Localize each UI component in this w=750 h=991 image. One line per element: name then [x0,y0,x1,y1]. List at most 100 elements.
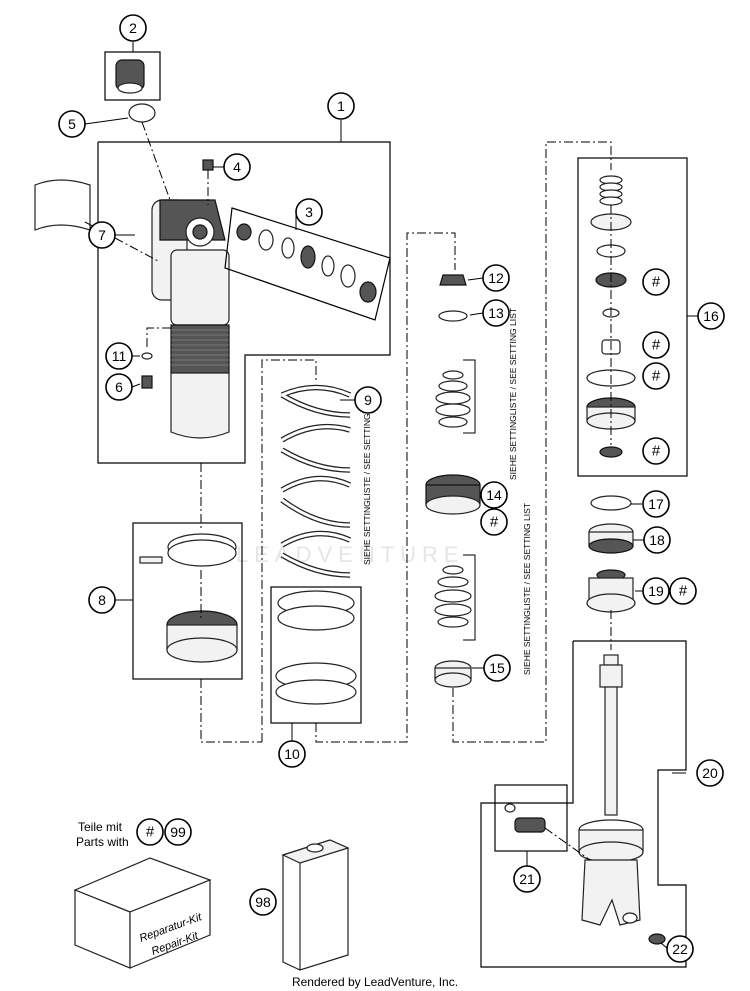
thread-lines [171,329,229,366]
svg-text:1: 1 [337,98,345,114]
piston-14 [425,474,481,515]
callout-99: 99 [164,818,192,846]
svg-text:5: 5 [68,116,76,132]
o-ring-17 [590,495,632,511]
svg-text:6: 6 [115,379,123,395]
callout-17: 17 [642,490,670,518]
svg-text:12: 12 [488,270,504,286]
svg-text:3: 3 [305,204,313,220]
valve-stack-compression [425,274,481,688]
callout-20: 20 [696,759,724,787]
callout-11: 11 [105,342,133,370]
callout-98: 98 [249,888,277,916]
body-thread [170,324,230,374]
svg-text:2: 2 [129,20,137,36]
adjuster-kit-3 [224,207,391,321]
piston-rod-20 [480,640,687,968]
svg-text:10: 10 [284,746,300,762]
callout-hash-19: # [669,577,697,605]
callout-4: 4 [223,153,251,181]
callout-6: 6 [105,373,133,401]
body-lower [170,372,230,439]
frame-1 [97,141,391,464]
callout-1: 1 [327,92,355,120]
svg-text:19: 19 [648,583,664,599]
svg-text:#: # [652,368,661,385]
rebound-bumper-19 [586,569,636,613]
callout-16: 16 [697,302,725,330]
callout-18: 18 [643,526,671,554]
clevis [581,859,641,926]
svg-text:15: 15 [489,660,505,676]
spring-seats-10 [270,586,362,724]
spring-9 [261,359,352,742]
protective-sleeve-7 [34,179,91,231]
svg-text:13: 13 [488,305,504,321]
callout-13: 13 [482,299,510,327]
leader-lines [84,42,698,950]
setting-list-label-spring: SIEHE SETTINGLISTE / SEE SETTING LIST [362,393,372,565]
svg-text:16: 16 [703,308,719,324]
callout-hash-14: # [480,508,508,536]
svg-text:7: 7 [98,227,106,243]
nut-12 [439,274,467,286]
callout-hash-16c: # [642,362,670,390]
callout-hash-16d: # [642,437,670,465]
kit-legend-line1: Teile mit [78,820,123,834]
callout-hash-legend: # [136,818,164,846]
bleed-valve-21 [494,784,591,861]
setting-list-label-upper: SIEHE SETTINGLISTE / SEE SETTING LIST [508,308,518,480]
callout-9: 9 [354,386,382,414]
svg-text:#: # [652,443,661,460]
callout-5: 5 [58,110,86,138]
callout-2: 2 [119,14,147,42]
svg-text:#: # [652,337,661,354]
callout-hash-16b: # [642,331,670,359]
svg-text:17: 17 [648,496,664,512]
callout-14: 14 [480,481,508,509]
footer-credit: Rendered by LeadVenture, Inc. [292,975,458,989]
body-upper [170,249,230,326]
clamp-bolt [139,556,163,564]
svg-text:#: # [146,824,155,841]
repair-kit-box [73,857,212,969]
watermark: LEADVENTURE [236,542,465,567]
preload-adjuster-8 [132,522,243,680]
callout-22: 22 [666,935,694,963]
callout-7: 7 [88,221,116,249]
callout-21: 21 [513,865,541,893]
callout-19: 19 [642,577,670,605]
reservoir-cap-2 [104,51,161,101]
svg-text:#: # [652,274,661,291]
svg-text:14: 14 [486,487,502,503]
seal-head-18 [588,523,634,554]
svg-text:20: 20 [702,765,718,781]
svg-text:98: 98 [255,894,271,910]
callout-3: 3 [295,198,323,226]
callout-8: 8 [88,586,116,614]
svg-text:99: 99 [170,824,186,840]
callout-12: 12 [482,264,510,292]
callout-15: 15 [483,654,511,682]
svg-text:18: 18 [649,532,665,548]
washer-11 [141,352,153,360]
svg-text:#: # [679,583,688,600]
shim-stack-upper [435,370,471,428]
svg-text:21: 21 [519,871,535,887]
shim-stack-lower [434,565,472,628]
svg-text:11: 11 [112,348,127,364]
kit-legend-line2: Parts with [76,835,129,849]
o-ring-5 [128,103,156,123]
svg-text:9: 9 [364,392,372,408]
svg-text:#: # [490,514,499,531]
svg-text:8: 8 [98,592,106,608]
svg-text:4: 4 [233,159,241,175]
valve-6 [141,375,153,389]
callout-10: 10 [278,740,306,768]
shock-body-assembly [97,141,391,464]
washer-13 [438,310,468,322]
svg-text:22: 22 [672,941,688,957]
setting-list-label-lower: SIEHE SETTINGLISTE / SEE SETTING LIST [522,503,532,675]
valve-set-16 [577,157,688,477]
